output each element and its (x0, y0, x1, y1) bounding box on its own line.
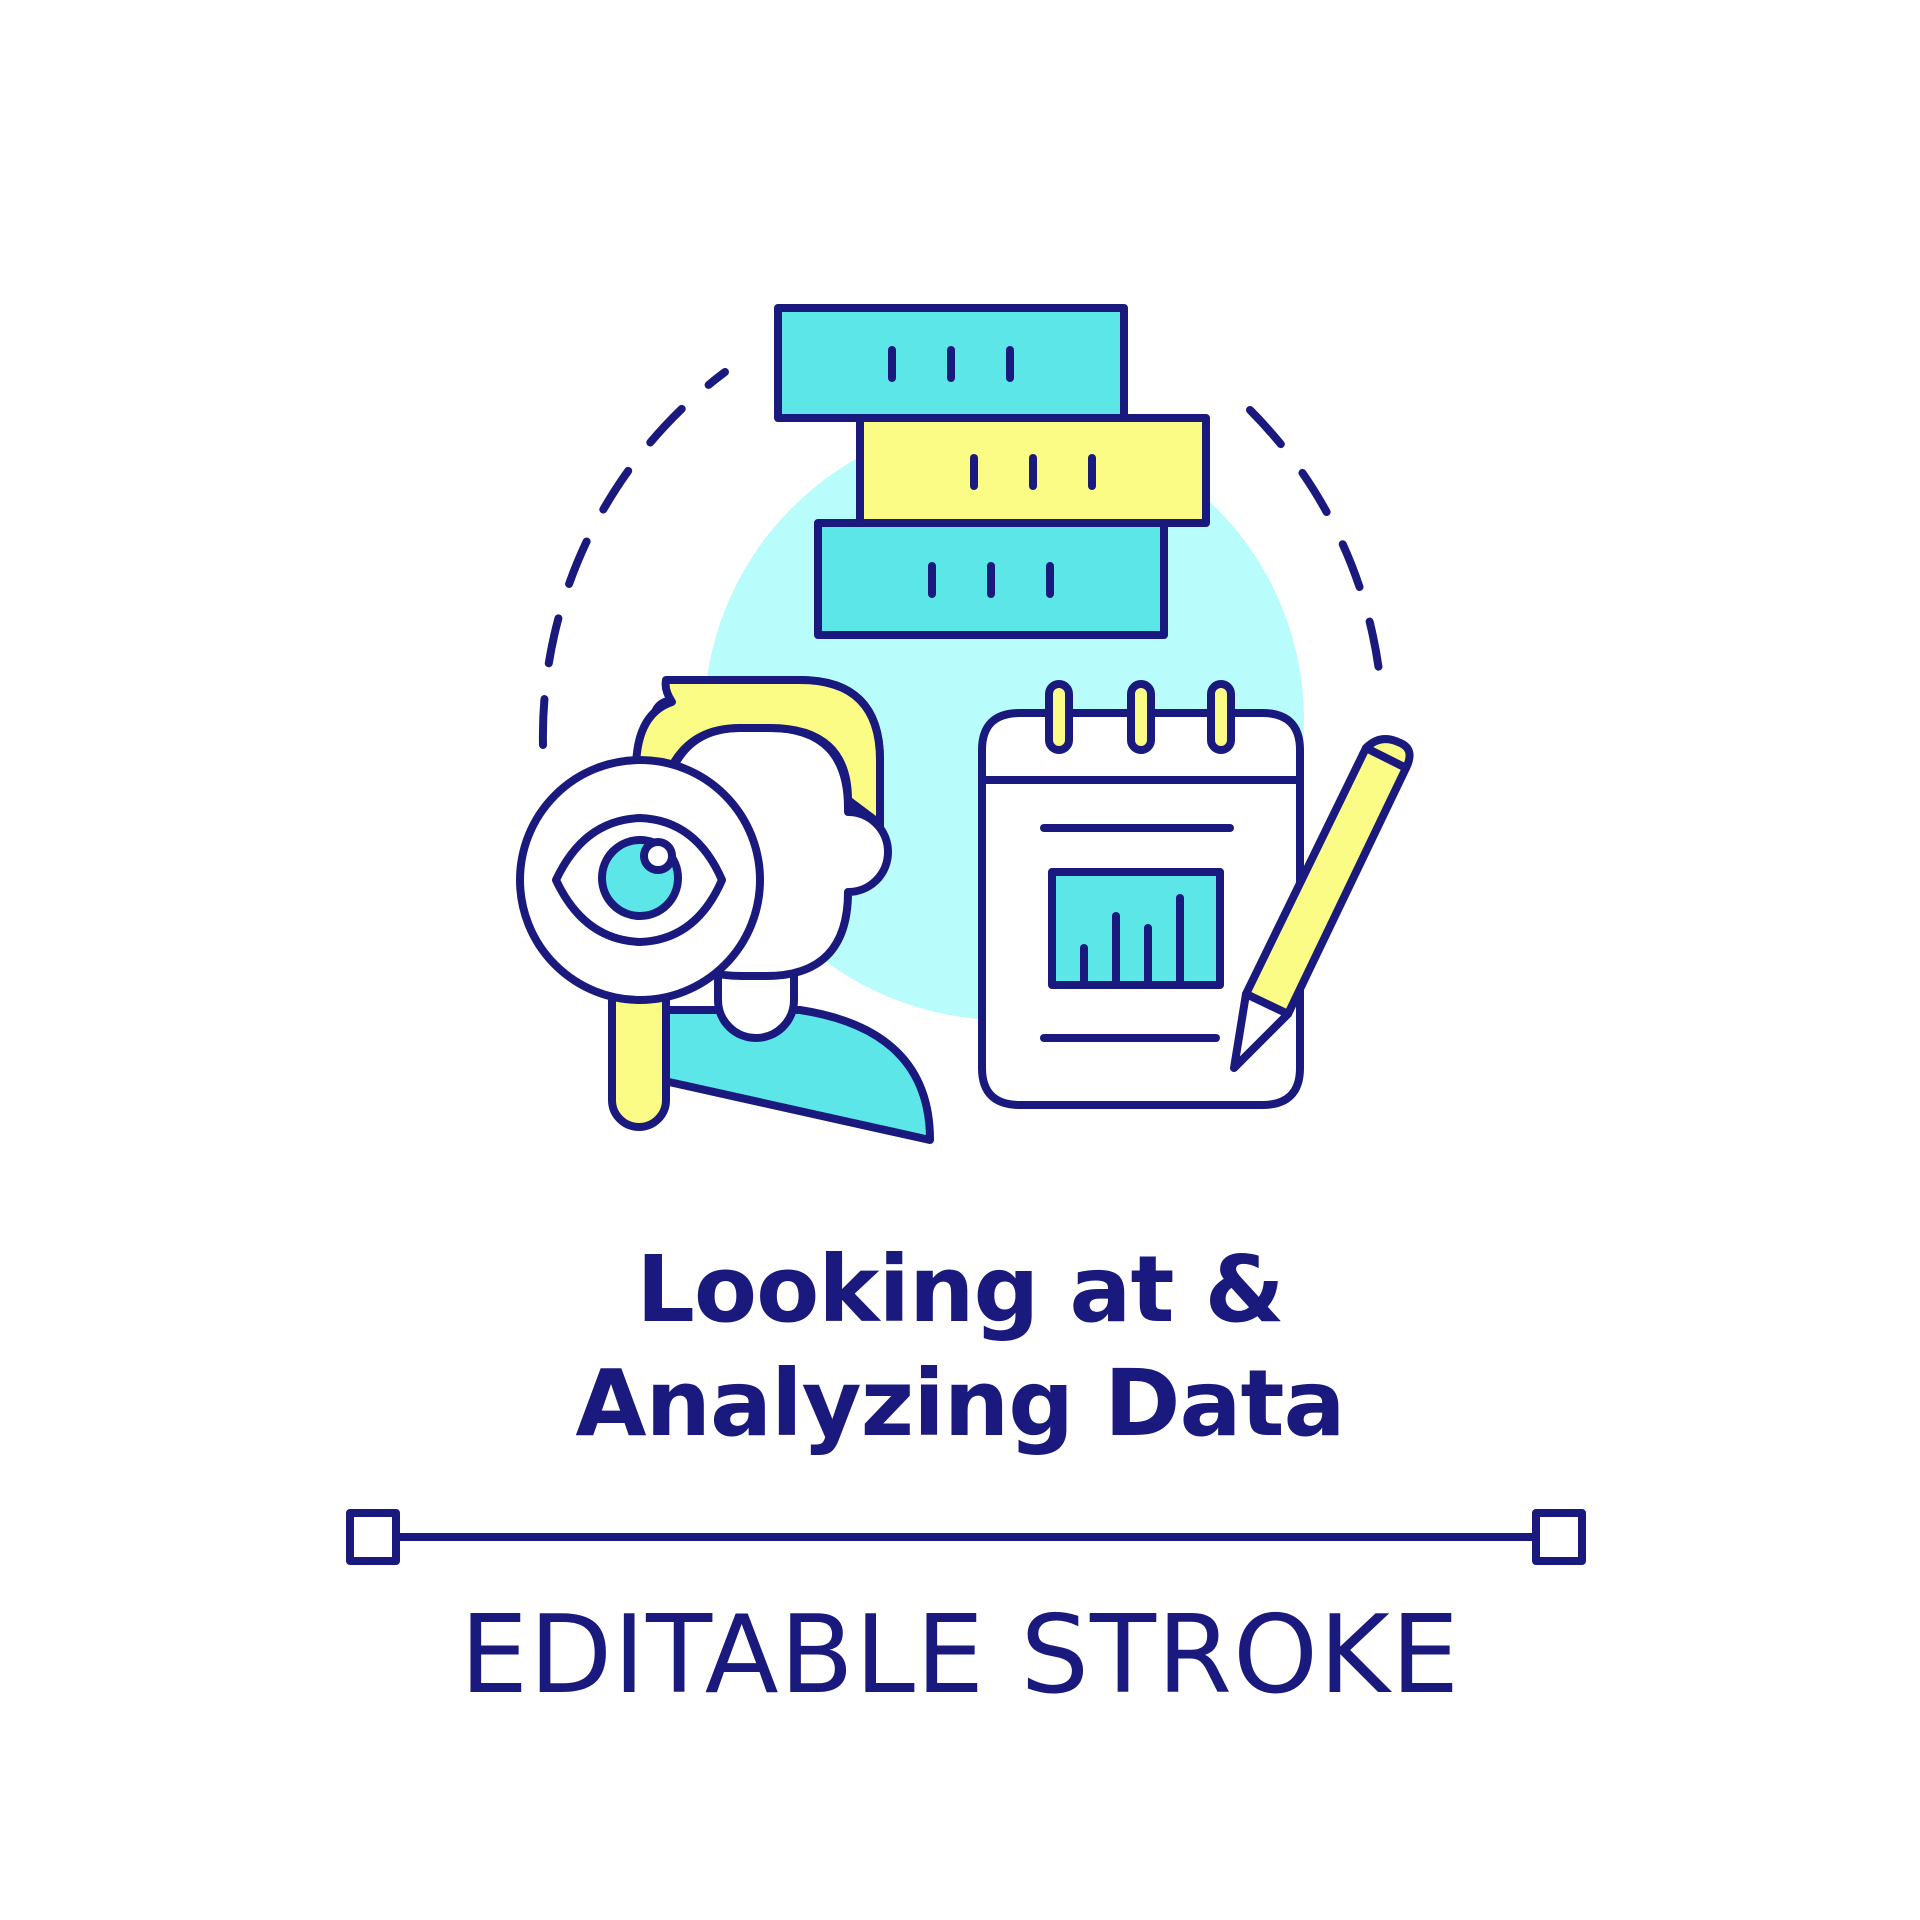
stroke-line-icon (346, 1509, 1586, 1565)
stacked-books-icon (774, 304, 1210, 639)
editable-stroke-caption: EDITABLE STROKE (459, 1593, 1461, 1718)
dashed-arc (538, 368, 729, 749)
magnifying-glass-icon (516, 756, 764, 1131)
dashed-arc-right (1246, 406, 1386, 704)
pencil-icon (1230, 735, 1414, 1072)
title-line-1: Looking at & (636, 1236, 1284, 1343)
notepad-chart-icon (978, 680, 1304, 1109)
eye-icon (552, 814, 726, 946)
title-line-2: Analyzing Data (575, 1350, 1345, 1457)
